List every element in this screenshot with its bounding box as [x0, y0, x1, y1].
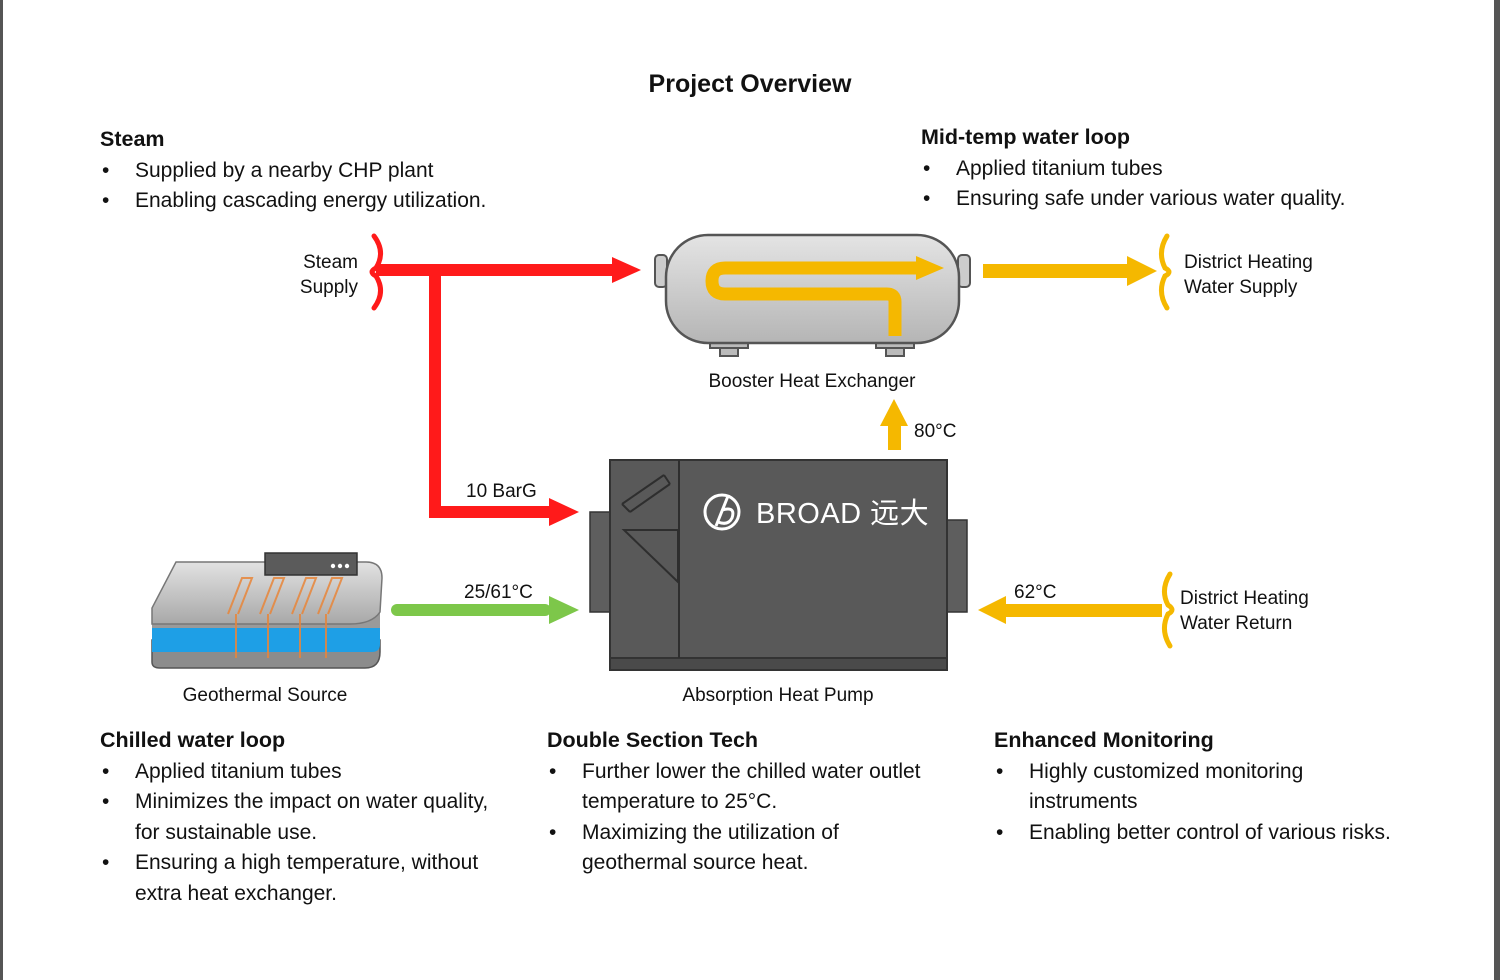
- mid-temp-bullet: Ensuring safe under various water qualit…: [921, 184, 1421, 215]
- steam-heading: Steam: [100, 127, 165, 151]
- chilled-bullet: Applied titanium tubes: [100, 757, 490, 788]
- double-section-bullets: Further lower the chilled water outlet t…: [547, 757, 927, 879]
- double-section-bullet: Further lower the chilled water outlet t…: [547, 757, 927, 818]
- district-supply-arrow: [983, 256, 1157, 286]
- brand-label: BROAD 远大: [756, 497, 929, 530]
- monitoring-bullet: Enabling better control of various risks…: [994, 818, 1394, 849]
- steam-bullet: Supplied by a nearby CHP plant: [100, 156, 580, 187]
- steam-bullet: Enabling cascading energy utilization.: [100, 186, 580, 217]
- outlet-temp-label: 80°C: [914, 421, 956, 442]
- steam-source-brace: [369, 233, 383, 311]
- chilled-bullet: Minimizes the impact on water quality, f…: [100, 787, 490, 848]
- steam-block: Steam Supplied by a nearby CHP plant Ena…: [100, 124, 580, 217]
- chilled-heading: Chilled water loop: [100, 728, 286, 752]
- chilled-temp-label: 25/61°C: [464, 582, 533, 603]
- outlet-arrow: [880, 399, 908, 450]
- steam-supply-label: Steam: [303, 252, 358, 273]
- mid-temp-bullets: Applied titanium tubes Ensuring safe und…: [921, 154, 1421, 215]
- frame-border-right: [1494, 0, 1500, 980]
- geothermal-source-graphic: [151, 552, 383, 669]
- pressure-label: 10 BarG: [466, 481, 537, 502]
- district-return-label: District Heating: [1180, 588, 1309, 609]
- district-return-arrow: [978, 596, 1162, 624]
- monitoring-bullets: Highly customized monitoring instruments…: [994, 757, 1394, 849]
- pump-label: Absorption Heat Pump: [682, 685, 873, 706]
- broad-logo-icon: [703, 493, 741, 531]
- district-supply-label: District Heating: [1184, 252, 1313, 273]
- chilled-block: Chilled water loop Applied titanium tube…: [100, 725, 490, 909]
- mid-temp-bullet: Applied titanium tubes: [921, 154, 1421, 185]
- return-temp-label: 62°C: [1014, 582, 1056, 603]
- double-section-block: Double Section Tech Further lower the ch…: [547, 725, 927, 879]
- booster-label: Booster Heat Exchanger: [708, 371, 916, 392]
- chilled-bullets: Applied titanium tubes Minimizes the imp…: [100, 757, 490, 910]
- booster-heat-exchanger-graphic: [654, 233, 971, 357]
- page-title: Project Overview: [648, 70, 852, 98]
- district-supply-label: Water Supply: [1184, 277, 1298, 298]
- monitoring-bullet: Highly customized monitoring instruments: [994, 757, 1394, 818]
- chilled-water-arrow: [391, 596, 579, 624]
- absorption-heat-pump-graphic: [589, 459, 968, 671]
- chilled-bullet: Ensuring a high temperature, without ext…: [100, 848, 490, 909]
- district-supply-brace: [1159, 233, 1172, 311]
- district-return-brace: [1162, 571, 1175, 649]
- steam-arrow: [376, 257, 641, 526]
- double-section-heading: Double Section Tech: [547, 728, 759, 752]
- mid-temp-heading: Mid-temp water loop: [921, 125, 1131, 149]
- steam-supply-label: Supply: [300, 277, 359, 298]
- district-return-label: Water Return: [1180, 613, 1292, 634]
- monitoring-heading: Enhanced Monitoring: [994, 728, 1214, 752]
- monitoring-block: Enhanced Monitoring Highly customized mo…: [994, 725, 1394, 848]
- geothermal-label: Geothermal Source: [183, 685, 348, 706]
- frame-border-left: [0, 0, 3, 980]
- mid-temp-block: Mid-temp water loop Applied titanium tub…: [921, 122, 1421, 215]
- double-section-bullet: Maximizing the utilization of geothermal…: [547, 818, 927, 879]
- steam-bullets: Supplied by a nearby CHP plant Enabling …: [100, 156, 580, 217]
